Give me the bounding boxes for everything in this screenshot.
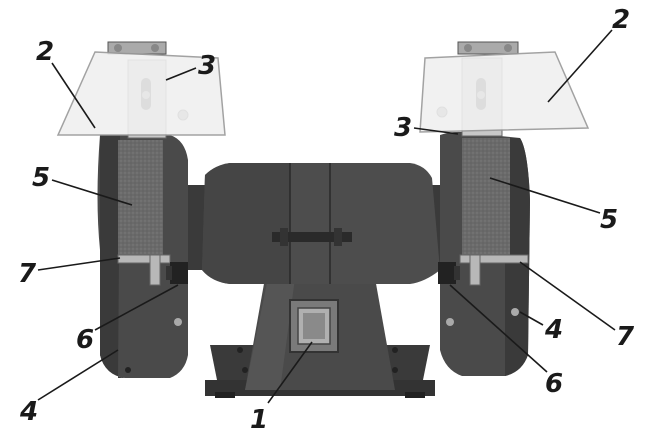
right-grinding-wheel bbox=[462, 138, 510, 263]
callout-5-left: 5 bbox=[32, 163, 50, 193]
left-adjust-knob bbox=[166, 262, 188, 284]
callout-6-right: 6 bbox=[545, 369, 563, 399]
leader-2-right bbox=[547, 29, 613, 103]
leader-6-left bbox=[94, 284, 179, 331]
right-tool-rest bbox=[459, 254, 529, 286]
leader-4-right bbox=[519, 311, 544, 326]
right-eye-shield bbox=[419, 51, 590, 133]
callout-3-left: 3 bbox=[198, 51, 216, 81]
leader-4-left bbox=[37, 349, 119, 401]
power-switch bbox=[289, 299, 339, 353]
callout-3-right: 3 bbox=[394, 113, 412, 143]
callout-4-right: 4 bbox=[544, 315, 563, 345]
leader-2-left bbox=[51, 62, 96, 129]
leader-lines bbox=[37, 29, 616, 404]
callout-6-left: 6 bbox=[76, 325, 94, 355]
callout-5-right: 5 bbox=[600, 205, 618, 235]
callout-1: 1 bbox=[250, 405, 268, 433]
callout-4-left: 4 bbox=[19, 397, 38, 427]
callout-7-right: 7 bbox=[616, 322, 635, 352]
leader-3-left bbox=[165, 67, 197, 81]
leader-3-right bbox=[413, 127, 459, 135]
leader-7-left bbox=[37, 257, 121, 271]
callout-labels: 1 2 2 3 3 4 4 5 5 6 6 7 7 bbox=[18, 5, 635, 433]
leader-5-right bbox=[489, 177, 601, 214]
callout-2-left: 2 bbox=[36, 37, 54, 67]
callout-2-right: 2 bbox=[612, 5, 630, 35]
leader-7-right bbox=[519, 261, 616, 331]
left-grinding-wheel bbox=[118, 140, 163, 260]
motor-housing bbox=[175, 163, 455, 284]
leader-6-right bbox=[449, 284, 548, 373]
callout-7-left: 7 bbox=[18, 259, 37, 289]
leader-5-left bbox=[51, 179, 133, 206]
right-adjust-knob bbox=[438, 262, 460, 284]
leader-1 bbox=[267, 341, 313, 404]
